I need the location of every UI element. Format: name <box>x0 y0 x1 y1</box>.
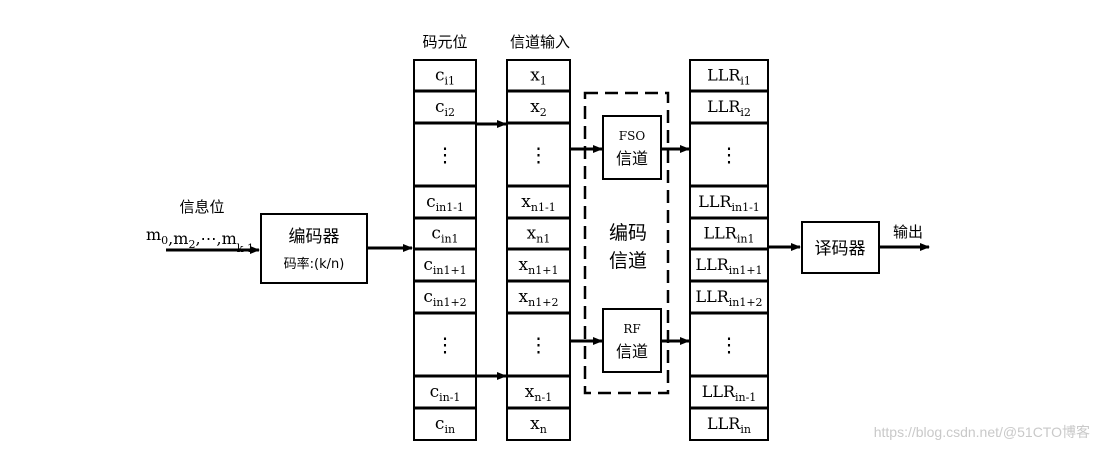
info-bits-label: 信息位 <box>179 198 224 216</box>
channel-input-cell: xn-1 <box>525 382 552 404</box>
fso-channel-label: FSO <box>619 129 646 143</box>
rf-channel-box <box>602 308 662 373</box>
channel-input-cell: x2 <box>530 97 547 119</box>
decoder-title: 译码器 <box>815 239 866 259</box>
llr-cell: LLRin1-1 <box>698 192 760 214</box>
llr-cell: LLRin1 <box>704 224 755 246</box>
channel-input-ellipsis: ⋮ <box>529 333 549 357</box>
encoder-rate: 码率:(k/n) <box>284 256 345 272</box>
output-label: 输出 <box>893 223 923 241</box>
code-bits-column: ci1 ci2 ⋮ cin1-1 cin1 cin1+1 cin1+2 ⋮ cin-1 cin <box>413 59 477 441</box>
code-bit-cell: cin1+2 <box>423 287 466 309</box>
channel-input-cell: xn1-1 <box>521 192 555 214</box>
channel-input-column: x1 x2 ⋮ xn1-1 xn1 xn1+1 xn1+2 ⋮ xn-1 xn <box>506 59 571 441</box>
input-sequence: m0,m2,⋯,mk-1 <box>146 225 254 255</box>
llr-cell: LLRi2 <box>707 97 751 119</box>
llr-cell: LLRin1+2 <box>695 287 762 309</box>
llr-cell: LLRin-1 <box>702 382 757 404</box>
code-bit-cell: ci2 <box>435 97 455 119</box>
watermark: https://blog.csdn.net/@51CTO博客 <box>874 424 1090 440</box>
channel-input-cell: x1 <box>530 66 547 88</box>
coded-channel-box <box>583 91 670 395</box>
llr-ellipsis: ⋮ <box>719 333 739 357</box>
encoder-box <box>260 213 368 284</box>
channel-input-cell: xn1+2 <box>519 287 559 309</box>
code-bits-label: 码元位 <box>422 33 467 51</box>
coded-channel-label-line1: 编码 <box>609 222 647 244</box>
fso-channel-label-line2: 信道 <box>616 149 648 168</box>
code-bit-ellipsis: ⋮ <box>435 143 455 167</box>
rf-channel-label-line2: 信道 <box>616 342 648 361</box>
llr-cell: LLRi1 <box>707 66 751 88</box>
channel-input-cell: xn <box>530 414 547 436</box>
code-bit-cell: cin <box>435 414 455 436</box>
channel-input-ellipsis: ⋮ <box>529 143 549 167</box>
channel-input-cell: xn1 <box>527 224 551 246</box>
rf-channel-label: RF <box>623 322 640 336</box>
code-bit-cell: cin-1 <box>430 382 461 404</box>
code-bit-cell: cin1-1 <box>426 192 464 214</box>
code-bit-cell: ci1 <box>435 66 455 88</box>
decoder-box <box>801 221 880 274</box>
llr-cell: LLRin <box>707 414 751 436</box>
llr-ellipsis: ⋮ <box>719 143 739 167</box>
code-bit-cell: cin1+1 <box>423 255 466 277</box>
channel-input-cell: xn1+1 <box>519 255 559 277</box>
llr-cell: LLRin1+1 <box>695 255 762 277</box>
code-bit-cell: cin1 <box>431 224 458 246</box>
channel-input-label: 信道输入 <box>510 33 570 51</box>
coded-channel-label-line2: 信道 <box>609 250 647 272</box>
code-bit-ellipsis: ⋮ <box>435 333 455 357</box>
encoder-title: 编码器 <box>289 227 340 247</box>
fso-channel-box <box>602 115 662 180</box>
